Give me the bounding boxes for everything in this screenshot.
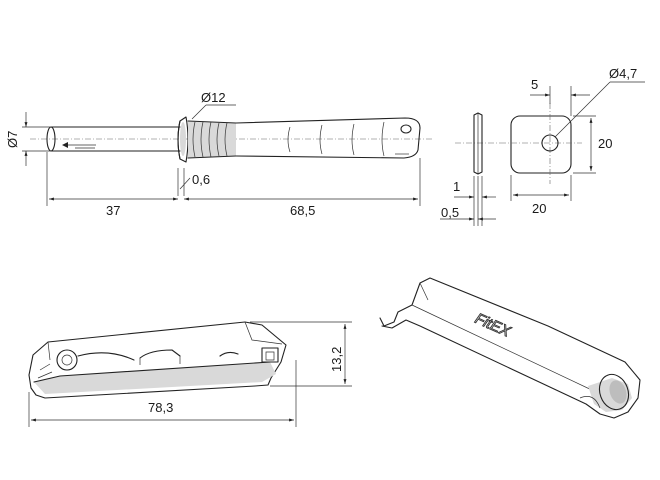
dim-20v-label: 20 — [598, 136, 612, 151]
plate-side-view: 1 0,5 — [440, 112, 500, 226]
clip-side-view: 13,2 78,3 — [28, 321, 352, 427]
dim-d7-label: Ø7 — [5, 131, 20, 148]
dim-1-label: 1 — [453, 179, 460, 194]
dim-d12-label: Ø12 — [201, 90, 226, 105]
dim-d47-label: Ø4,7 — [609, 66, 637, 81]
dim-lengths: 37 68,5 — [46, 152, 421, 218]
clip-isometric-view: FitEX — [379, 277, 641, 419]
dim-gap-06: 0,6 — [177, 168, 210, 196]
dim-68-label: 68,5 — [290, 203, 315, 218]
dim-132-label: 13,2 — [329, 347, 344, 372]
dim-05-label: 0,5 — [441, 205, 459, 220]
dim-20h-label: 20 — [532, 201, 546, 216]
dim-783-label: 78,3 — [148, 400, 173, 415]
dim-diameter-12: Ø12 — [191, 90, 236, 120]
dim-5-label: 5 — [531, 77, 538, 92]
plate-front-view: 5 Ø4,7 20 20 — [500, 66, 645, 216]
push-latch-cylinder — [30, 116, 432, 163]
dim-gap-label: 0,6 — [192, 172, 210, 187]
dim-37-label: 37 — [106, 203, 120, 218]
dim-diameter-7: Ø7 — [5, 112, 51, 166]
